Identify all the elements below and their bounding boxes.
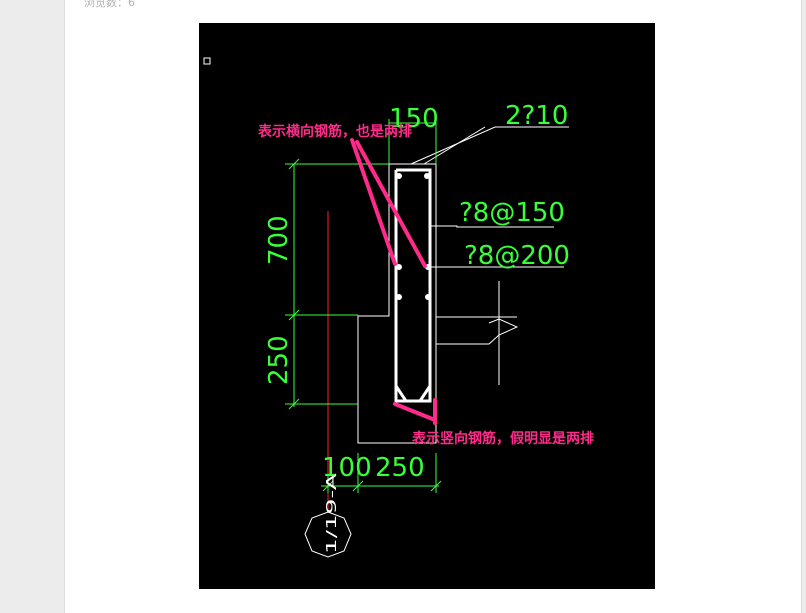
grip-marker	[203, 57, 211, 65]
dim-height-upper: 700	[264, 215, 294, 265]
dimension-lines	[285, 119, 442, 493]
hook-left	[394, 385, 408, 402]
view-count: 浏览数：6	[84, 0, 135, 9]
dim-height-lower: 250	[264, 335, 294, 385]
annotation-vertical: 表示竖向钢筋，假明显是两排	[411, 430, 594, 447]
dim-stirrup-1: ?8@150	[459, 198, 565, 228]
rebar-dot	[424, 173, 430, 179]
leader-top-rebar-2	[423, 126, 486, 165]
hook-right	[418, 385, 432, 402]
dim-top-rebar: 2?10	[505, 101, 568, 131]
rebar-dot	[396, 294, 402, 300]
break-symbol	[488, 318, 519, 345]
annotation-horizontal: 表示横向钢筋，也是两排	[257, 123, 412, 140]
annotation-strokes	[350, 138, 437, 425]
rebar-dot	[396, 264, 402, 270]
axis-label: 1/19-A	[324, 473, 339, 554]
cad-drawing-image: 150 2?10 ?8@150 ?8@200 700 250 100 250 表…	[199, 23, 655, 589]
dim-stirrup-2: ?8@200	[464, 241, 570, 271]
rebar-dot	[396, 173, 402, 179]
dim-bottom-left: 100	[322, 453, 372, 483]
dim-bottom-right: 250	[375, 453, 425, 483]
axis-bubble	[304, 511, 352, 558]
cad-drawing-canvas: 150 2?10 ?8@150 ?8@200 700 250 100 250 表…	[203, 57, 594, 558]
stirrup-rebar	[394, 168, 432, 403]
leader-stirrup-1	[430, 225, 554, 228]
rebar-dot	[425, 294, 431, 300]
leader-top-rebar	[410, 126, 569, 165]
dim-top-width: 150	[389, 104, 439, 134]
